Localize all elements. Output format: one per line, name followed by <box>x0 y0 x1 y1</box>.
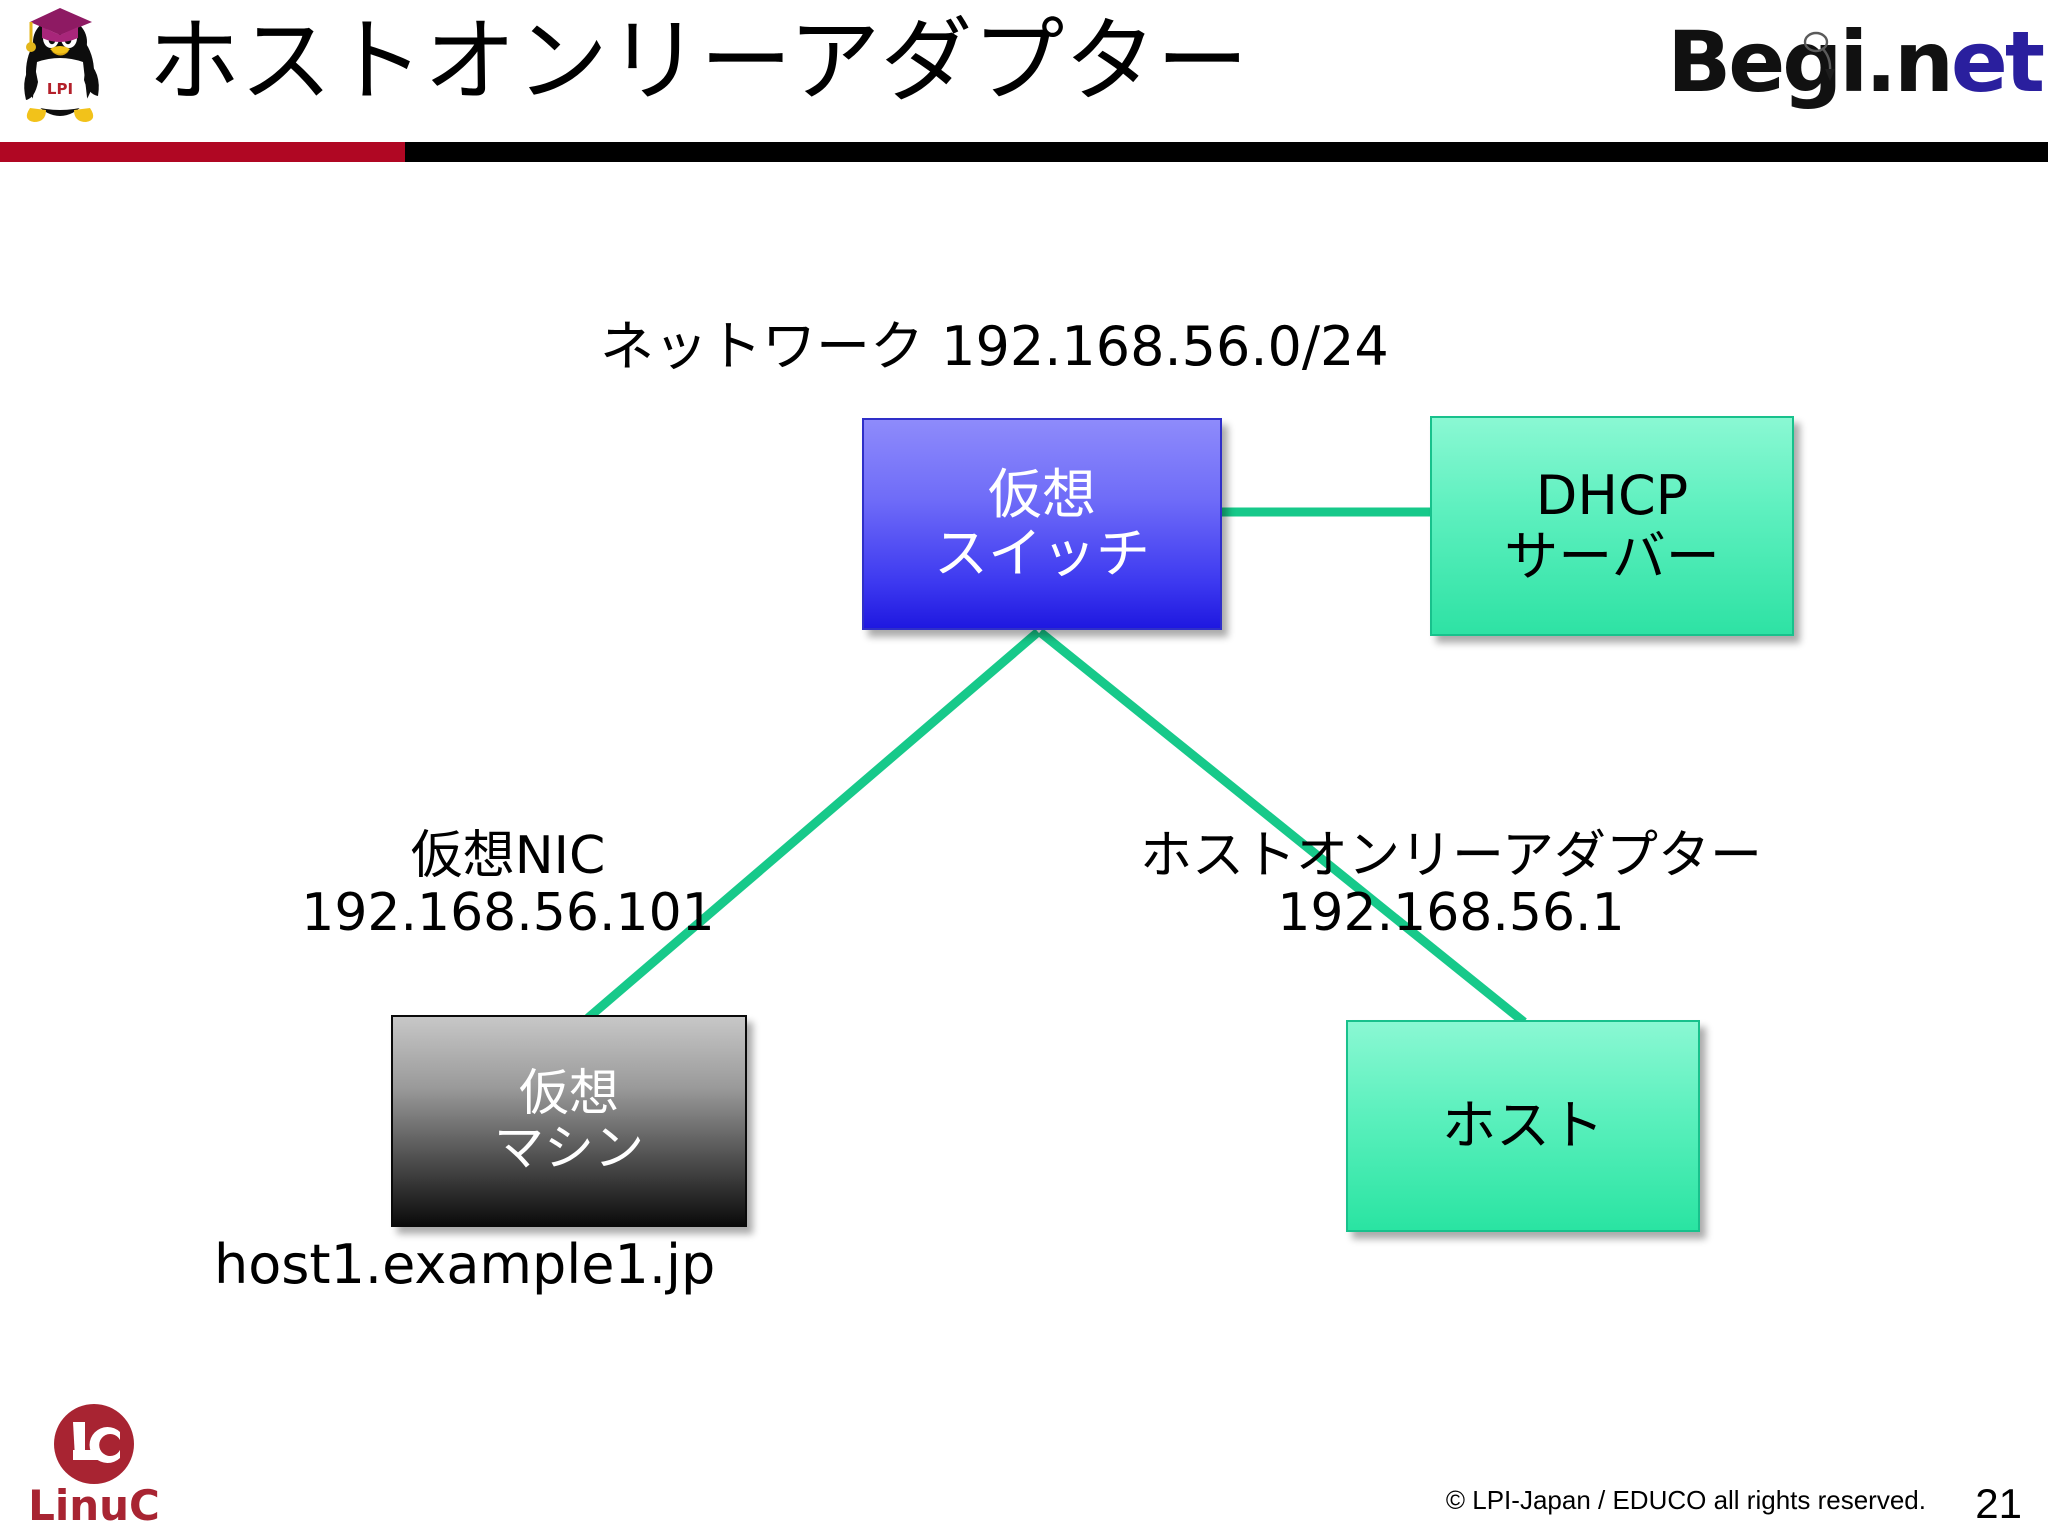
annotation-virtual-nic: 仮想NIC 192.168.56.101 <box>248 826 768 944</box>
annotation-hostonly-adapter-ip: 192.168.56.1 <box>1277 883 1625 944</box>
node-virtual-switch[interactable]: 仮想 スイッチ <box>862 418 1222 630</box>
divider-black-segment <box>405 142 2048 162</box>
node-virtual-switch-line1: 仮想 <box>988 462 1096 526</box>
node-virtual-machine-line2: マシン <box>494 1119 644 1177</box>
annotation-hostonly-adapter-name: ホストオンリーアダプター <box>1140 826 1762 886</box>
svg-text:LinuC: LinuC <box>28 1481 160 1528</box>
page-title: ホストオンリーアダプター <box>148 8 1249 115</box>
slide-header: LPI ホストオンリーアダプター <box>0 0 2048 142</box>
annotation-vm-hostname: host1.example1.jp <box>214 1233 716 1296</box>
beginet-logo: Begi.net <box>1667 13 2045 111</box>
linuc-logo: LinuC <box>28 1402 160 1530</box>
node-virtual-machine-line1: 仮想 <box>519 1064 619 1122</box>
annotation-hostonly-adapter: ホストオンリーアダプター 192.168.56.1 <box>1036 826 1866 944</box>
annotation-virtual-nic-ip: 192.168.56.101 <box>301 883 715 944</box>
beginet-text-begi: Begi <box>1667 13 1868 111</box>
header-divider-bar <box>0 142 2048 162</box>
node-host-line1: ホスト <box>1442 1094 1604 1158</box>
network-diagram: ネットワーク 192.168.56.0/24 仮想 スイッチ DHCP サーバー… <box>0 162 2048 1392</box>
node-virtual-switch-line2: スイッチ <box>934 522 1150 585</box>
svg-text:LPI: LPI <box>47 80 73 98</box>
mouse-pointer-icon <box>1800 8 1846 81</box>
network-cidr-label: ネットワーク 192.168.56.0/24 <box>600 315 1389 378</box>
beginet-text-dot: . <box>1865 13 1897 111</box>
node-dhcp-server-line2: サーバー <box>1504 525 1720 588</box>
copyright-notice: © LPI-Japan / EDUCO all rights reserved. <box>1445 1485 1926 1515</box>
beginet-text-n: n <box>1894 13 1954 111</box>
node-dhcp-server[interactable]: DHCP サーバー <box>1430 416 1794 636</box>
slide-footer: LinuC © LPI-Japan / EDUCO all rights res… <box>0 1392 2048 1536</box>
penguin-graduate-icon: LPI <box>4 2 112 124</box>
annotation-virtual-nic-name: 仮想NIC <box>410 826 606 886</box>
node-dhcp-server-line1: DHCP <box>1535 463 1689 527</box>
node-virtual-machine[interactable]: 仮想 マシン <box>391 1015 747 1227</box>
page-number: 21 <box>1975 1480 2022 1527</box>
node-host[interactable]: ホスト <box>1346 1020 1700 1232</box>
divider-red-segment <box>0 142 405 162</box>
beginet-text-et: et <box>1950 13 2045 111</box>
